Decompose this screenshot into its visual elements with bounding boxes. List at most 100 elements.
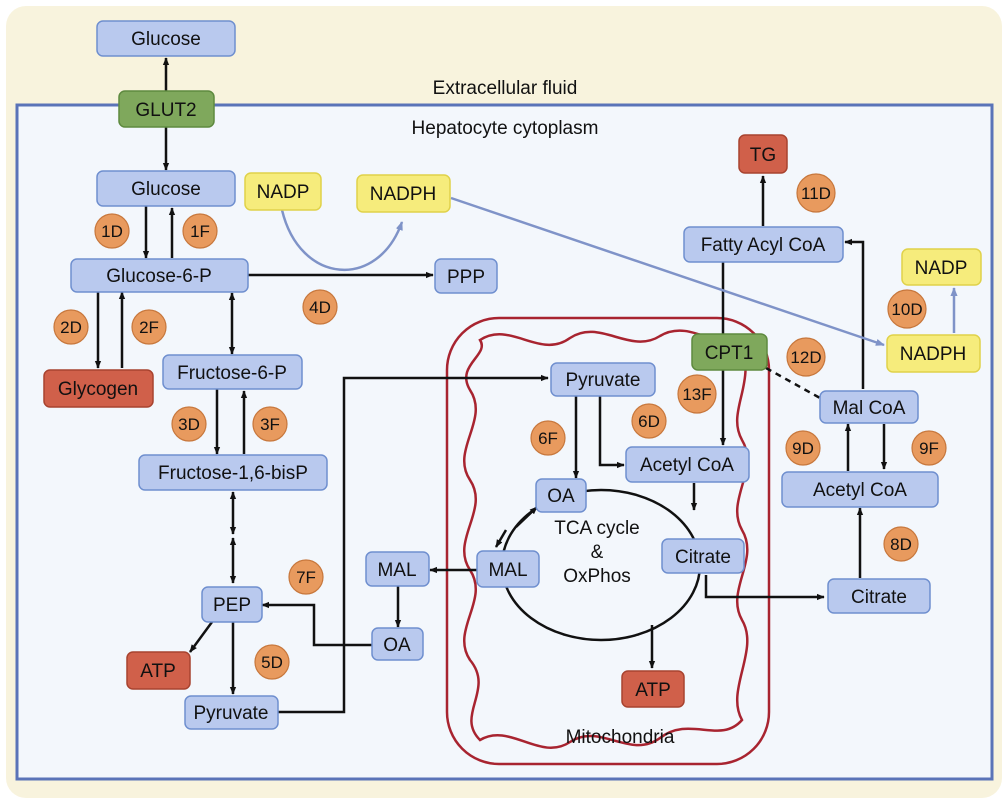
node-ppp: PPP: [434, 258, 498, 294]
badge-9f-label: 9F: [919, 439, 939, 458]
node-acetylcoa-cyt: Acetyl CoA: [781, 471, 939, 508]
tca-arrow-to-mal: [494, 529, 508, 548]
badge-6d-label: 6D: [638, 412, 660, 431]
badge-10d: 10D: [887, 289, 927, 329]
arrow-malcoa-to-fattyacylcoa: [844, 238, 865, 389]
node-citrate-cyt-label: Citrate: [851, 587, 907, 608]
node-citrate-mito-label: Citrate: [675, 547, 731, 568]
arrow-nadph-to-nadph-right: [450, 196, 885, 347]
arrow-citrate-to-cyt-citrate: [704, 575, 825, 601]
mitochondria-outer-membrane: [445, 316, 771, 766]
node-fatty-acyl-coa-label: Fatty Acyl CoA: [701, 235, 826, 256]
node-glucose-ext: Glucose: [96, 20, 236, 57]
node-glut2: GLUT2: [118, 90, 215, 128]
node-fatty-acyl-coa: Fatty Acyl CoA: [683, 226, 844, 263]
cytoplasm-label: Hepatocyte cytoplasm: [412, 118, 599, 139]
node-mal-coa-label: Mal CoA: [833, 398, 906, 419]
mitochondria-label: Mitochondria: [566, 727, 675, 748]
badge-11d-label: 11D: [801, 184, 831, 203]
node-pyruvate-cyt: Pyruvate: [184, 695, 279, 730]
node-atp-left-label: ATP: [140, 661, 176, 682]
node-acetylcoa-mito: Acetyl CoA: [625, 446, 750, 483]
node-g6p-label: Glucose-6-P: [106, 266, 212, 287]
badge-1d: 1D: [94, 213, 130, 249]
node-nadph-top-label: NADPH: [370, 184, 437, 205]
badge-9d: 9D: [785, 430, 821, 466]
node-oa-cyt: OA: [371, 627, 424, 661]
node-glycogen: Glycogen: [43, 369, 154, 408]
node-acetylcoa-mito-label: Acetyl CoA: [640, 455, 734, 476]
node-f6p: Fructose-6-P: [162, 354, 303, 390]
node-nadp-top: NADP: [244, 172, 322, 211]
badge-7f: 7F: [288, 559, 324, 595]
node-tg: TG: [738, 134, 788, 174]
badge-5d: 5D: [254, 644, 290, 680]
node-f16bp: Fructose-1,6-bisP: [138, 454, 328, 491]
badge-8d: 8D: [883, 526, 919, 562]
badge-2d-label: 2D: [60, 318, 82, 337]
node-pep-label: PEP: [213, 595, 251, 616]
node-cpt1-label: CPT1: [705, 343, 754, 364]
node-pep: PEP: [201, 586, 263, 623]
tca-label-line3: OxPhos: [563, 566, 631, 587]
badge-11d: 11D: [796, 173, 836, 213]
node-cpt1: CPT1: [691, 333, 768, 371]
node-nadph-right: NADPH: [886, 334, 981, 373]
node-g6p: Glucose-6-P: [70, 258, 249, 293]
tca-arrow-to-oa: [515, 506, 538, 528]
badge-3d-label: 3D: [178, 415, 200, 434]
node-mal-cyt: MAL: [365, 551, 430, 587]
node-glucose-cyt-label: Glucose: [131, 179, 201, 200]
node-tg-label: TG: [750, 145, 776, 166]
badge-3f: 3F: [252, 406, 288, 442]
node-f6p-label: Fructose-6-P: [177, 363, 287, 384]
badge-9d-label: 9D: [792, 439, 814, 458]
badge-4d-label: 4D: [309, 298, 331, 317]
node-atp-mito-label: ATP: [635, 680, 671, 701]
badge-1f: 1F: [182, 213, 218, 249]
arrow-pyruvate-to-mito-pyruvate: [278, 374, 549, 714]
badge-5d-label: 5D: [261, 653, 283, 672]
badge-9f: 9F: [911, 430, 947, 466]
badge-3f-label: 3F: [260, 415, 280, 434]
arrow-oa-to-pep: [261, 601, 372, 647]
node-citrate-cyt: Citrate: [827, 578, 931, 614]
node-nadp-top-label: NADP: [257, 182, 310, 203]
node-nadp-right-label: NADP: [915, 258, 968, 279]
badge-10d-label: 10D: [891, 300, 922, 319]
arrow-pep-to-atp: [188, 621, 214, 653]
tca-label-line2: &: [591, 542, 604, 563]
badge-1d-label: 1D: [101, 222, 123, 241]
node-pyruvate-cyt-label: Pyruvate: [194, 703, 269, 724]
badge-4d: 4D: [302, 289, 338, 325]
badge-13f: 13F: [677, 374, 717, 414]
node-ppp-label: PPP: [447, 267, 485, 288]
node-nadph-top: NADPH: [356, 174, 451, 213]
node-oa-cyt-label: OA: [383, 635, 411, 656]
badge-2f: 2F: [131, 309, 167, 345]
node-atp-mito: ATP: [621, 670, 685, 708]
badge-12d: 12D: [786, 337, 826, 377]
node-oa-mito: OA: [535, 478, 587, 513]
node-citrate-mito: Citrate: [661, 538, 745, 574]
node-atp-left: ATP: [126, 651, 191, 690]
badge-6f-label: 6F: [538, 429, 558, 448]
badge-6d: 6D: [631, 403, 667, 439]
node-mal-cyt-label: MAL: [377, 560, 416, 581]
node-oa-mito-label: OA: [547, 486, 575, 507]
badge-6f: 6F: [530, 420, 566, 456]
node-glucose-ext-label: Glucose: [131, 29, 201, 50]
extracellular-label: Extracellular fluid: [433, 78, 578, 99]
node-mal-mito: MAL: [476, 550, 540, 588]
badge-1f-label: 1F: [190, 222, 210, 241]
node-acetylcoa-cyt-label: Acetyl CoA: [813, 480, 907, 501]
node-nadph-right-label: NADPH: [900, 344, 967, 365]
badge-13f-label: 13F: [682, 385, 711, 404]
node-mal-mito-label: MAL: [488, 560, 527, 581]
arrow-pyruvate-to-acetylcoa: [598, 396, 625, 469]
badge-7f-label: 7F: [296, 568, 316, 587]
node-mal-coa: Mal CoA: [819, 390, 919, 424]
node-glut2-label: GLUT2: [135, 100, 196, 121]
badge-2f-label: 2F: [139, 318, 159, 337]
